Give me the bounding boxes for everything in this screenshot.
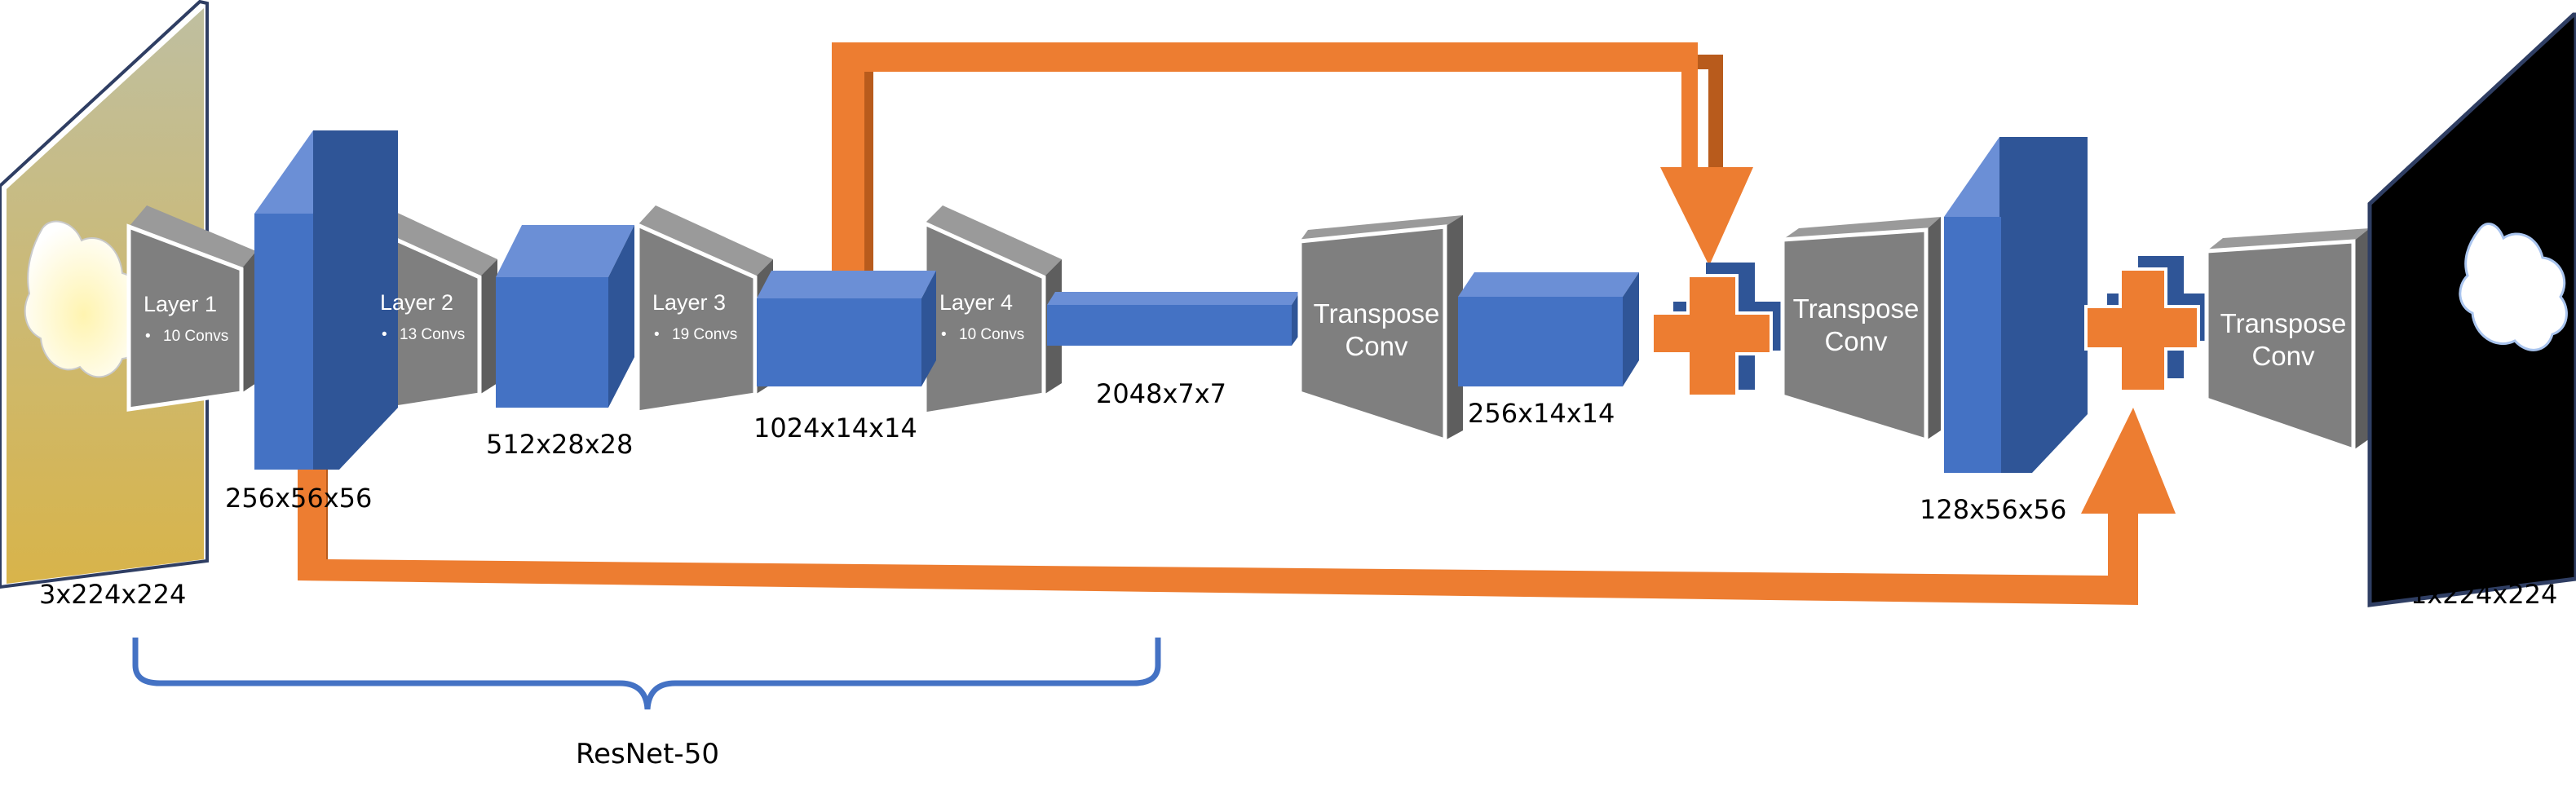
bullet: •	[654, 326, 660, 343]
cloud-image-icon	[24, 220, 144, 378]
feature-block-1	[254, 130, 398, 470]
transpose-line1: Transpose	[1314, 298, 1440, 329]
transpose-line1: Transpose	[2220, 308, 2347, 338]
output-dimension-label: 1x224x224	[2410, 579, 2557, 610]
resnet-50-label: ResNet-50	[576, 738, 719, 770]
bullet: •	[145, 328, 151, 345]
layer-title: Layer 4	[939, 290, 1013, 315]
block-3-dimension-label: 1024x14x14	[753, 413, 917, 444]
bullet: •	[382, 326, 387, 343]
feature-block-2	[496, 225, 634, 408]
plus-icon	[2084, 256, 2215, 393]
layer-4-text: Layer 4 • 10 Convs	[939, 290, 1024, 343]
input-dimension-label: 3x224x224	[39, 579, 186, 610]
layer-convs: 10 Convs	[959, 326, 1024, 343]
transpose-line2: Conv	[2251, 341, 2315, 371]
arrow-icon	[298, 408, 2176, 605]
layer-1	[126, 205, 256, 412]
skip-connection-top	[832, 42, 1753, 290]
transpose-line2: Conv	[1824, 326, 1888, 356]
feature-block-3	[757, 271, 936, 386]
layer-3-text: Layer 3 • 19 Convs	[652, 290, 737, 343]
output-mask-panel	[2367, 12, 2576, 607]
transpose-conv-2-text: Transpose Conv	[1793, 293, 1920, 356]
layer-title: Layer 2	[380, 290, 453, 315]
cloud-mask-icon	[2459, 223, 2568, 351]
transpose-line1: Transpose	[1793, 293, 1920, 324]
layer-title: Layer 3	[652, 290, 726, 315]
block-1-dimension-label: 256x56x56	[225, 483, 372, 514]
block-5-dimension-label: 256x14x14	[1468, 398, 1615, 429]
transpose-conv-3-text: Transpose Conv	[2220, 308, 2347, 371]
feature-block-6	[1944, 137, 2088, 473]
feature-block-5	[1458, 272, 1639, 386]
layer-4	[922, 205, 1062, 417]
block-2-dimension-label: 512x28x28	[486, 429, 633, 460]
input-image-panel	[0, 0, 209, 589]
block-4-dimension-label: 2048x7x7	[1096, 378, 1226, 409]
bullet: •	[941, 326, 947, 343]
transpose-conv-3	[2204, 228, 2370, 453]
plus-icon	[1650, 263, 1787, 398]
transpose-conv-2	[1780, 217, 1941, 444]
layer-convs: 13 Convs	[400, 326, 465, 343]
transpose-conv-1-text: Transpose Conv	[1314, 298, 1440, 361]
feature-block-4	[1047, 292, 1300, 346]
layer-convs: 19 Convs	[672, 326, 737, 343]
layer-title: Layer 1	[144, 292, 217, 316]
transpose-line2: Conv	[1345, 331, 1408, 361]
block-6-dimension-label: 128x56x56	[1920, 494, 2066, 525]
layer-1-text: Layer 1 • 10 Convs	[144, 292, 228, 345]
arrow-icon	[832, 42, 1753, 290]
resnet-50-brace	[132, 638, 1161, 710]
skip-connection-bottom	[298, 408, 2176, 605]
layer-convs: 10 Convs	[163, 328, 228, 345]
layer-2-text: Layer 2 • 13 Convs	[380, 290, 465, 343]
